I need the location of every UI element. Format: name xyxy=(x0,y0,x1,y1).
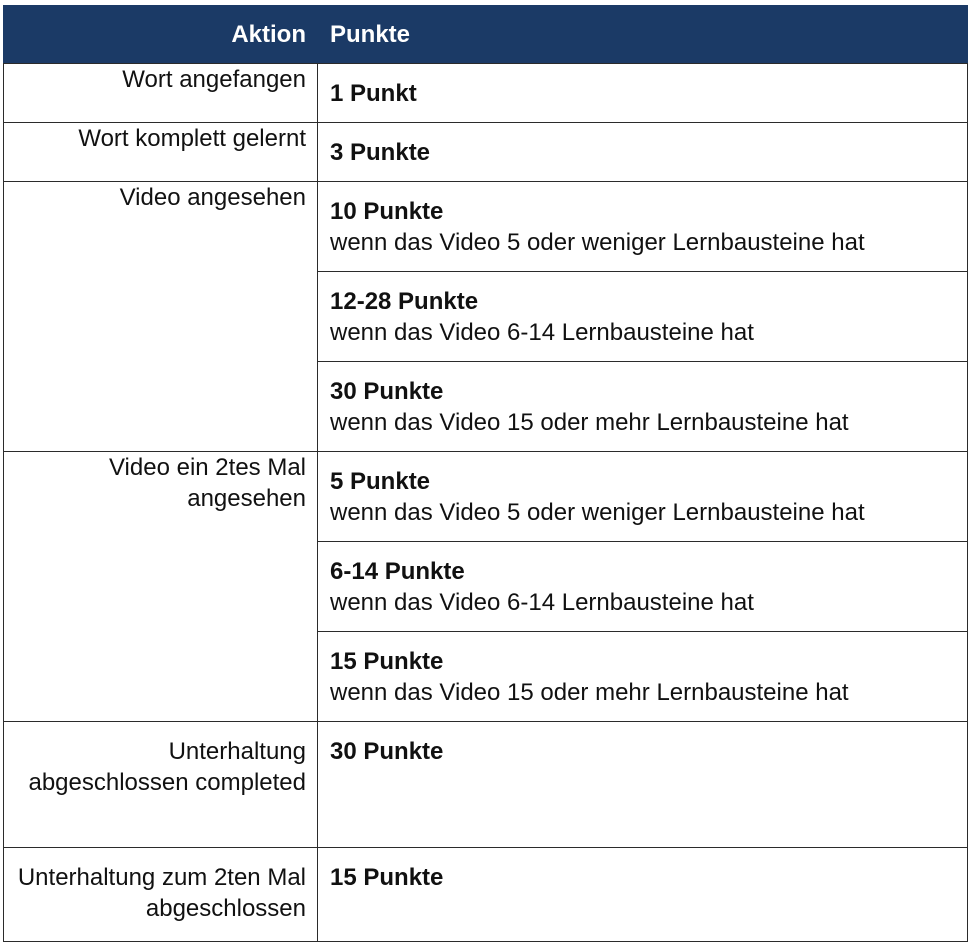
points-value: 15 Punkte xyxy=(330,864,444,891)
action-cell: Unterhaltung zum 2ten Mal abgeschlossen xyxy=(3,847,318,942)
points-cell: 30 Punkte xyxy=(317,721,968,848)
action-cell: Wort angefangen xyxy=(3,63,318,123)
points-cell: 3 Punkte xyxy=(317,122,968,182)
action-cell: Wort komplett gelernt xyxy=(3,122,318,182)
table-row: Wort angefangen 1 Punkt xyxy=(3,63,968,123)
table-row: 15 Punkte wenn das Video 15 oder mehr Le… xyxy=(4,631,968,722)
points-cell: 10 Punkte wenn das Video 5 oder weniger … xyxy=(317,181,968,272)
points-table: Aktion Punkte Wort angefangen 1 Punkt Wo… xyxy=(3,5,968,942)
table-row: Wort komplett gelernt 3 Punkte xyxy=(3,122,968,182)
points-cell: 5 Punkte wenn das Video 5 oder weniger L… xyxy=(317,451,968,542)
points-cell: 15 Punkte xyxy=(317,847,968,942)
points-condition: wenn das Video 15 oder mehr Lernbaustein… xyxy=(330,408,849,436)
points-condition: wenn das Video 6-14 Lernbausteine hat xyxy=(330,588,754,616)
points-cell: 30 Punkte wenn das Video 15 oder mehr Le… xyxy=(317,361,968,452)
points-value: 5 Punkte xyxy=(330,467,431,495)
points-value: 6-14 Punkte xyxy=(330,557,465,585)
points-cell: 1 Punkt xyxy=(317,63,968,123)
points-condition: wenn das Video 5 oder weniger Lernbauste… xyxy=(330,228,865,256)
action-cell: Unterhaltung abgeschlossen completed xyxy=(3,721,318,848)
action-cell: Video ein 2tes Mal angesehen xyxy=(3,451,318,722)
header-row: Aktion Punkte xyxy=(3,5,968,64)
header-points: Punkte xyxy=(317,5,968,64)
table-row: 12-28 Punkte wenn das Video 6-14 Lernbau… xyxy=(4,271,968,362)
points-condition: wenn das Video 6-14 Lernbausteine hat xyxy=(330,318,754,346)
points-condition: wenn das Video 5 oder weniger Lernbauste… xyxy=(330,498,865,526)
header-action: Aktion xyxy=(3,5,318,64)
points-cell: 6-14 Punkte wenn das Video 6-14 Lernbaus… xyxy=(317,541,968,632)
points-cell: 15 Punkte wenn das Video 15 oder mehr Le… xyxy=(317,631,968,722)
points-value: 12-28 Punkte xyxy=(330,287,479,315)
points-value: 3 Punkte xyxy=(330,138,431,166)
points-value: 30 Punkte xyxy=(330,738,444,765)
points-condition: wenn das Video 15 oder mehr Lernbaustein… xyxy=(330,678,849,706)
points-value: 10 Punkte xyxy=(330,197,444,225)
table-row: 6-14 Punkte wenn das Video 6-14 Lernbaus… xyxy=(4,541,968,632)
points-value: 1 Punkt xyxy=(330,79,417,107)
points-cell: 12-28 Punkte wenn das Video 6-14 Lernbau… xyxy=(317,271,968,362)
table-row: Unterhaltung abgeschlossen completed 30 … xyxy=(3,721,968,848)
table-row: Unterhaltung zum 2ten Mal abgeschlossen … xyxy=(3,847,968,942)
table-row: Video angesehen 10 Punkte wenn das Video… xyxy=(3,181,968,452)
points-value: 15 Punkte xyxy=(330,647,444,675)
table-row: Video ein 2tes Mal angesehen 5 Punkte we… xyxy=(3,451,968,722)
action-cell: Video angesehen xyxy=(3,181,318,452)
points-value: 30 Punkte xyxy=(330,377,444,405)
